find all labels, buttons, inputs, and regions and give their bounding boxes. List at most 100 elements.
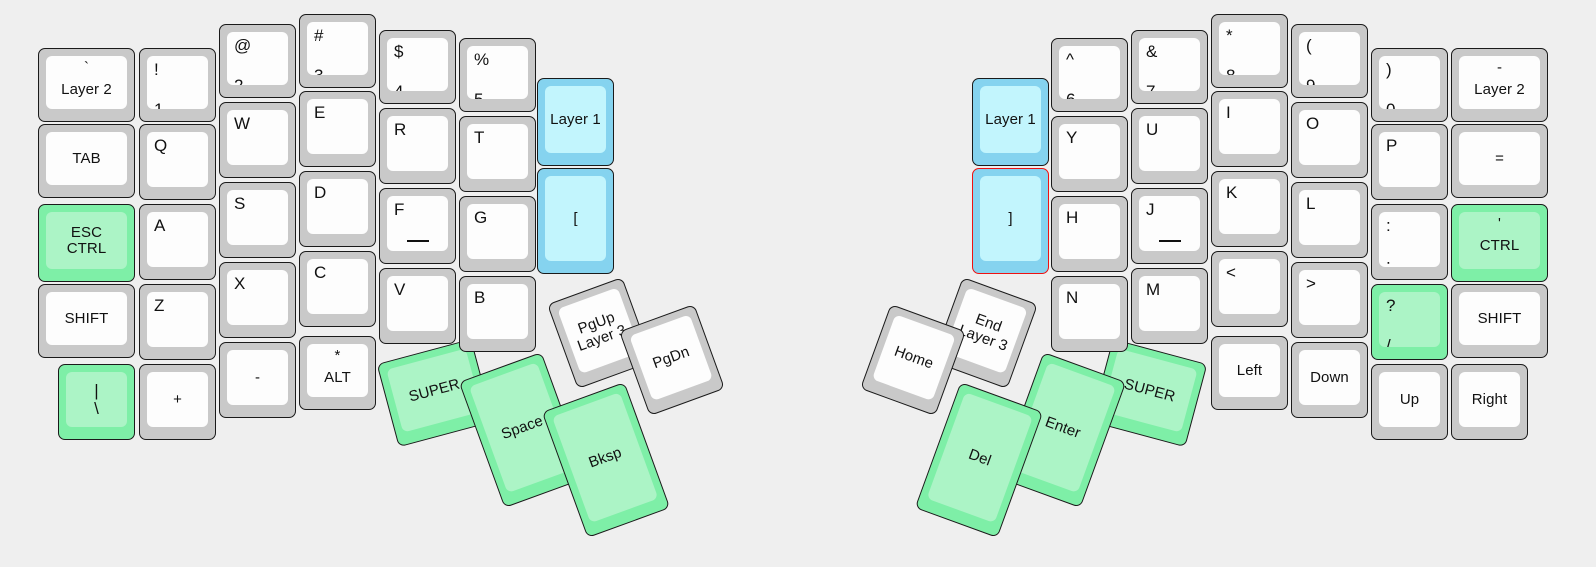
- key-r-r4-c1[interactable]: SHIFT: [1451, 284, 1548, 358]
- key-r-r2-c6[interactable]: Y: [1051, 116, 1128, 192]
- key-r-r4-c2[interactable]: ?/: [1371, 284, 1448, 360]
- key-l-r5-c1[interactable]: |\: [58, 364, 135, 440]
- key-r-r4-c6[interactable]: N: [1051, 276, 1128, 352]
- key-legend-word: =: [1495, 149, 1504, 167]
- key-r-r1-c3[interactable]: (9: [1291, 24, 1368, 98]
- key-legend-word: TAB: [72, 149, 101, 167]
- key-legend-base: Z: [154, 296, 165, 315]
- key-legend-base: 8: [1226, 67, 1236, 75]
- key-r-bracket[interactable]: ]: [972, 168, 1049, 274]
- key-l-r4-c6[interactable]: B: [459, 276, 536, 352]
- key-legend-word: Right: [1471, 390, 1508, 408]
- key-l-r3-c4[interactable]: D: [299, 171, 376, 247]
- key-legend-base: 1: [154, 101, 164, 109]
- key-l-r3-c5[interactable]: F: [379, 188, 456, 264]
- key-r-r5-c2[interactable]: Up: [1371, 364, 1448, 440]
- key-l-r1-c3[interactable]: @2: [219, 24, 296, 98]
- key-r-r2-c4[interactable]: I: [1211, 91, 1288, 167]
- key-r-r2-c2[interactable]: P: [1371, 124, 1448, 200]
- key-l-r1-c2[interactable]: !1: [139, 48, 216, 122]
- key-r-r3-c1[interactable]: 'CTRL: [1451, 204, 1548, 282]
- key-l-r1-c4[interactable]: #3: [299, 14, 376, 88]
- homing-bar-icon: [1158, 240, 1181, 242]
- homing-bar-icon: [406, 240, 429, 242]
- key-r-r4-c3[interactable]: >.: [1291, 262, 1368, 338]
- key-r-layer1[interactable]: Layer 1: [972, 78, 1049, 166]
- keycap-surface: E: [307, 99, 368, 154]
- key-r-r2-c5[interactable]: U: [1131, 108, 1208, 184]
- key-l-r4-c4[interactable]: C: [299, 251, 376, 327]
- key-l-r4-c3[interactable]: X: [219, 262, 296, 338]
- key-l-r1-c6[interactable]: %5: [459, 38, 536, 112]
- keycap-surface: TAB: [46, 132, 127, 185]
- key-legend-word: Layer 2: [61, 81, 112, 98]
- keycap-surface: L: [1299, 190, 1360, 245]
- key-legend-shifted: !: [154, 60, 159, 79]
- key-l-r5-c3[interactable]: -: [219, 342, 296, 418]
- key-r-r5-c1[interactable]: Right: [1451, 364, 1528, 440]
- key-legend-shifted: &: [1146, 42, 1158, 61]
- key-legend-shifted: $: [394, 42, 404, 61]
- key-l-r1-c1[interactable]: `Layer 2: [38, 48, 135, 122]
- key-l-r2-c6[interactable]: T: [459, 116, 536, 192]
- key-r-r3-c4[interactable]: K: [1211, 171, 1288, 247]
- key-legend-base: Y: [1066, 128, 1078, 147]
- key-r-r3-c2[interactable]: :;: [1371, 204, 1448, 280]
- key-l-r4-c1[interactable]: SHIFT: [38, 284, 135, 358]
- key-legend-base: /: [1386, 336, 1391, 347]
- key-legend-line: CTRL: [66, 239, 107, 257]
- key-legend-word: [: [573, 209, 578, 227]
- key-r-r1-c4[interactable]: *8: [1211, 14, 1288, 88]
- keycap-surface: !1: [147, 56, 208, 109]
- key-r-r5-c3[interactable]: Down: [1291, 342, 1368, 418]
- key-r-r1-c6[interactable]: ^6: [1051, 38, 1128, 112]
- keycap-surface: Q: [147, 132, 208, 187]
- key-r-r3-c3[interactable]: L: [1291, 182, 1368, 258]
- key-r-r3-c5[interactable]: J: [1131, 188, 1208, 264]
- key-r-r4-c4[interactable]: <,: [1211, 251, 1288, 327]
- key-l-r2-c1[interactable]: TAB: [38, 124, 135, 198]
- key-legend-base: 0: [1386, 101, 1396, 109]
- key-l-r2-c3[interactable]: W: [219, 102, 296, 178]
- key-r-r3-c6[interactable]: H: [1051, 196, 1128, 272]
- key-r-r5-c4[interactable]: Left: [1211, 336, 1288, 410]
- key-l-r3-c3[interactable]: S: [219, 182, 296, 258]
- key-r-r4-c5[interactable]: M: [1131, 268, 1208, 344]
- key-l-r5-c2[interactable]: +: [139, 364, 216, 440]
- key-r-r2-c3[interactable]: O: [1291, 102, 1368, 178]
- key-r-r1-c2[interactable]: )0: [1371, 48, 1448, 122]
- key-legend-base: C: [314, 263, 327, 282]
- keycap-surface: +: [147, 372, 208, 427]
- key-l-r3-c6[interactable]: G: [459, 196, 536, 272]
- key-legend-shifted: @: [234, 36, 252, 55]
- key-legend-base: ;: [1386, 256, 1391, 267]
- keycap-surface: :;: [1379, 212, 1440, 267]
- key-l-r3-c2[interactable]: A: [139, 204, 216, 280]
- key-r-r1-c5[interactable]: &7: [1131, 30, 1208, 104]
- keycap-surface: `Layer 2: [46, 56, 127, 109]
- key-l-r1-c5[interactable]: $4: [379, 30, 456, 104]
- key-legend-base: 5: [474, 91, 484, 99]
- key-l-r2-c2[interactable]: Q: [139, 124, 216, 200]
- key-legend-shifted: *: [334, 347, 341, 364]
- key-l-r2-c5[interactable]: R: [379, 108, 456, 184]
- key-l-r4-c5[interactable]: V: [379, 268, 456, 344]
- key-legend-base: B: [474, 288, 486, 307]
- keycap-surface: *8: [1219, 22, 1280, 75]
- keycap-surface: U: [1139, 116, 1200, 171]
- key-r-r2-c1[interactable]: =: [1451, 124, 1548, 198]
- key-r-r1-c1[interactable]: -Layer 2: [1451, 48, 1548, 122]
- key-l-r4-c2[interactable]: Z: [139, 284, 216, 360]
- key-l-r5-c4[interactable]: *ALT: [299, 336, 376, 410]
- key-legend-vertical-pair: |\: [66, 372, 127, 427]
- key-l-bracket[interactable]: [: [537, 168, 614, 274]
- key-l-r2-c4[interactable]: E: [299, 91, 376, 167]
- key-l-layer1[interactable]: Layer 1: [537, 78, 614, 166]
